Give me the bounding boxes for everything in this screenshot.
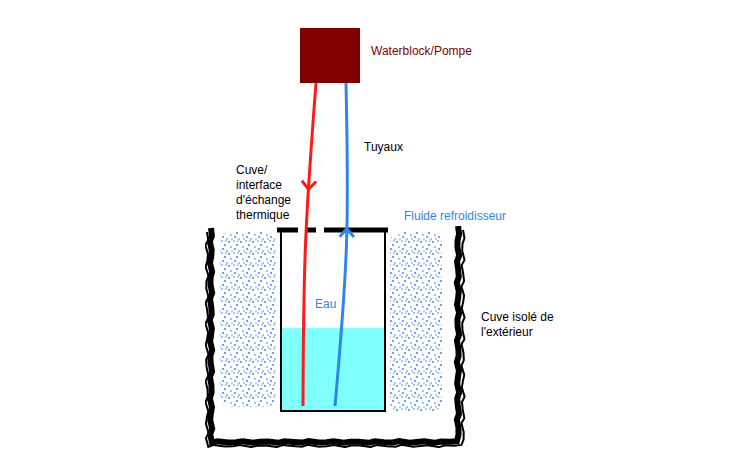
coolant-label: Fluide refroidisseur <box>404 209 506 224</box>
tank-label: Cuve isolé de l'extérieur <box>481 310 563 340</box>
exchange-tank: Cuve/ interface d'échange thermiqueEau <box>280 229 386 412</box>
arrow-head <box>340 229 354 238</box>
pump-label: Waterblock/Pompe <box>371 44 472 59</box>
insulated-wall <box>205 226 467 448</box>
exchange-label: Cuve/ interface d'échange thermique <box>236 163 302 223</box>
pump-block: Waterblock/Pompe <box>300 28 360 83</box>
pipes-label: Tuyaux <box>364 140 403 155</box>
water-fill <box>282 328 385 410</box>
water-label: Eau <box>315 297 336 312</box>
pipe <box>335 83 354 406</box>
wall-stroke <box>205 230 464 447</box>
coolant-left <box>220 232 276 407</box>
insulated-tank: Cuve/ interface d'échange thermiqueEauCu… <box>205 226 467 448</box>
wall-stroke <box>210 226 459 443</box>
pipe-line <box>335 83 347 406</box>
coolant-right <box>390 232 442 412</box>
pipe <box>302 83 316 406</box>
pipe-line <box>303 83 316 406</box>
arrow-head <box>302 181 316 190</box>
